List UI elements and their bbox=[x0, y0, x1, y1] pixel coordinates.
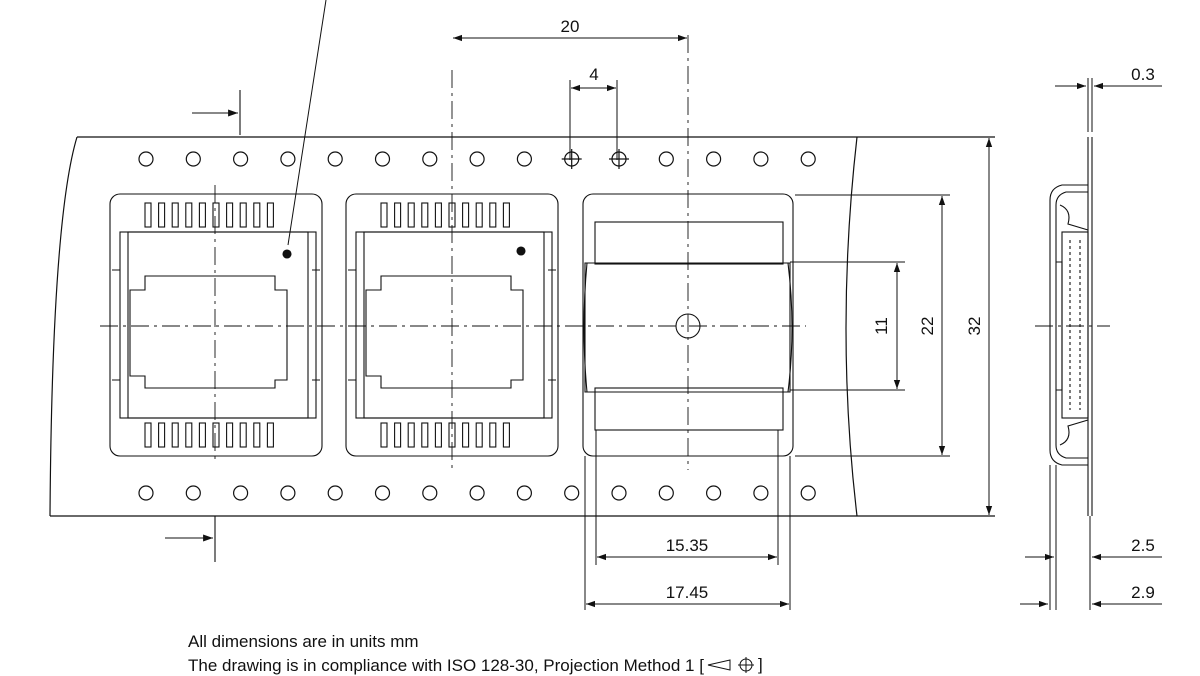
sprocket-hole bbox=[233, 151, 249, 167]
feed-direction-indicator bbox=[165, 90, 241, 562]
ic-lead bbox=[380, 422, 388, 448]
ic-lead bbox=[171, 202, 179, 228]
ic-lead bbox=[171, 422, 179, 448]
sprocket-hole bbox=[800, 485, 816, 501]
pin1-leader bbox=[287, 0, 327, 246]
dim-total-height-label: 2.9 bbox=[1131, 583, 1155, 602]
dim-cover-width-label: 17.45 bbox=[666, 583, 709, 602]
dim-tape-thickness: 0.3 bbox=[1055, 65, 1162, 132]
dim-tape-width-label: 32 bbox=[965, 317, 984, 336]
ic-lead bbox=[253, 202, 261, 228]
sprocket-holes-bottom bbox=[138, 485, 816, 501]
ic-lead bbox=[394, 202, 402, 228]
dim-pocket-depth-label: 2.5 bbox=[1131, 536, 1155, 555]
sprocket-hole bbox=[233, 485, 249, 501]
ic-lead bbox=[158, 422, 166, 448]
dim-depth: 2.5 2.9 bbox=[1020, 465, 1162, 610]
sprocket-hole bbox=[422, 151, 438, 167]
units-note: All dimensions are in units mm bbox=[188, 632, 419, 651]
sprocket-hole bbox=[185, 485, 201, 501]
sprocket-hole bbox=[185, 151, 201, 167]
sprocket-hole bbox=[280, 151, 296, 167]
ic-lead bbox=[502, 422, 510, 448]
dim-tape-thickness-label: 0.3 bbox=[1131, 65, 1155, 84]
ic-lead bbox=[198, 422, 206, 448]
sprocket-hole bbox=[611, 485, 627, 501]
sprocket-hole bbox=[327, 151, 343, 167]
ic-lead bbox=[489, 202, 497, 228]
ic-lead bbox=[489, 422, 497, 448]
ic-lead bbox=[462, 422, 470, 448]
sprocket-hole bbox=[753, 485, 769, 501]
ic-lead bbox=[253, 422, 261, 448]
sprocket-hole bbox=[469, 485, 485, 501]
ic-lead bbox=[226, 422, 234, 448]
dim-pitch-label: 20 bbox=[561, 17, 580, 36]
sprocket-hole bbox=[469, 151, 485, 167]
dim-hole-pitch: 4 bbox=[569, 65, 618, 160]
ic-lead bbox=[394, 422, 402, 448]
sprocket-hole bbox=[422, 485, 438, 501]
sprocket-holes-top bbox=[138, 149, 816, 169]
ic-lead bbox=[239, 202, 247, 228]
sprocket-hole bbox=[658, 485, 674, 501]
ic-lead bbox=[434, 422, 442, 448]
side-profile bbox=[1049, 137, 1093, 516]
dim-vertical bbox=[790, 138, 993, 515]
dim-pocket-center-label: 11 bbox=[872, 317, 891, 335]
ic-lead bbox=[407, 422, 415, 448]
standard-note: The drawing is in compliance with ISO 12… bbox=[188, 655, 766, 676]
sprocket-hole bbox=[138, 151, 154, 167]
ic-lead bbox=[266, 422, 274, 448]
ic-lead bbox=[380, 202, 388, 228]
ic-lead bbox=[185, 422, 193, 448]
sprocket-hole bbox=[374, 485, 391, 501]
sprocket-hole bbox=[138, 485, 154, 501]
sprocket-hole bbox=[516, 485, 533, 501]
ic-lead bbox=[475, 422, 483, 448]
pocket-1 bbox=[109, 193, 323, 457]
ic-lead bbox=[158, 202, 166, 228]
sprocket-hole bbox=[327, 485, 343, 501]
sprocket-hole bbox=[564, 485, 580, 501]
ic-lead bbox=[421, 422, 429, 448]
ic-lead bbox=[144, 422, 152, 448]
ic-lead bbox=[144, 202, 152, 228]
ic-lead bbox=[185, 202, 193, 228]
carrier-tape bbox=[49, 136, 995, 517]
sprocket-hole bbox=[705, 151, 722, 167]
ic-lead bbox=[198, 202, 206, 228]
svg-text:]: ] bbox=[758, 656, 763, 674]
ic-lead bbox=[502, 202, 510, 228]
first-angle-projection-icon: ] bbox=[707, 655, 763, 674]
sprocket-hole bbox=[516, 151, 533, 167]
dim-pocket-width-label: 15.35 bbox=[666, 536, 709, 555]
sprocket-hole bbox=[705, 485, 722, 501]
ic-lead bbox=[212, 202, 220, 228]
dim-pocket-length-label: 22 bbox=[918, 317, 937, 336]
sprocket-hole bbox=[658, 151, 674, 167]
sprocket-hole bbox=[753, 151, 769, 167]
ic-lead bbox=[434, 202, 442, 228]
dim-cover-width: 17.45 bbox=[584, 456, 791, 610]
sprocket-hole bbox=[280, 485, 296, 501]
standard-note-text: The drawing is in compliance with ISO 12… bbox=[188, 656, 704, 675]
ic-lead bbox=[239, 422, 247, 448]
ic-lead bbox=[226, 202, 234, 228]
ic-lead bbox=[475, 202, 483, 228]
dim-pitch: 20 bbox=[453, 17, 687, 42]
dim-hole-pitch-label: 4 bbox=[589, 65, 598, 84]
ic-lead bbox=[407, 202, 415, 228]
ic-lead bbox=[421, 202, 429, 228]
sprocket-hole bbox=[800, 151, 816, 167]
dim-pocket-width: 15.35 bbox=[595, 430, 779, 565]
sprocket-hole bbox=[374, 151, 391, 167]
ic-lead bbox=[212, 422, 220, 448]
ic-lead bbox=[462, 202, 470, 228]
center-lines bbox=[100, 35, 1110, 470]
ic-lead bbox=[266, 202, 274, 228]
